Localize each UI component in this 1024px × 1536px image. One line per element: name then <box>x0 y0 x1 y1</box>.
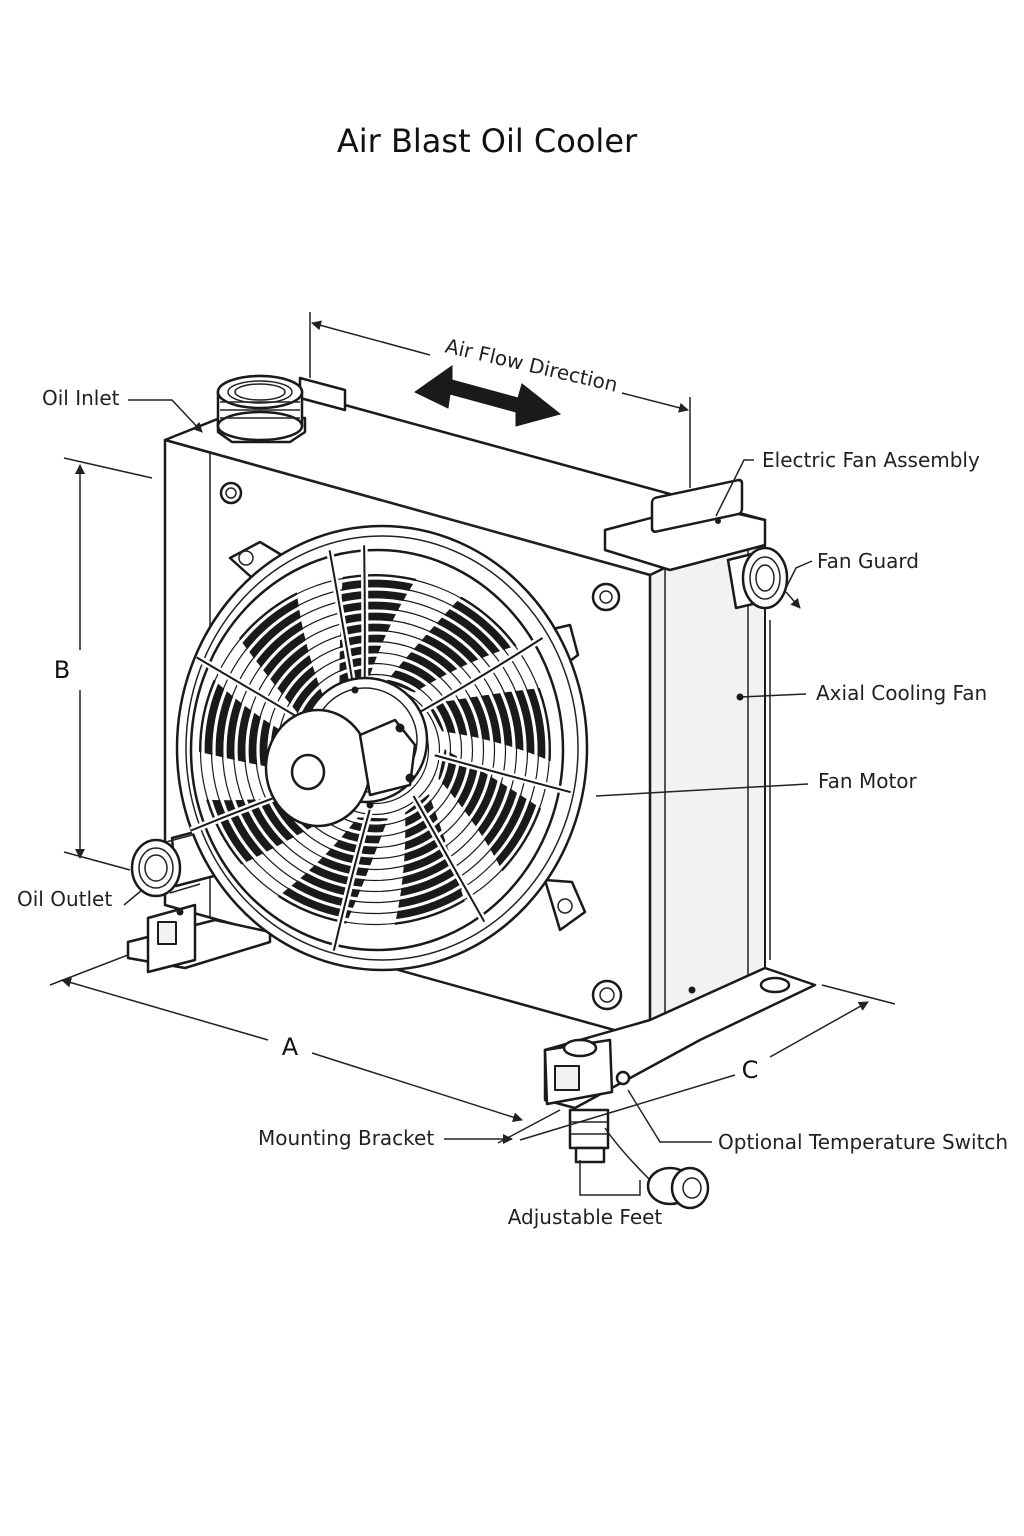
guard-ring-gap <box>223 598 527 902</box>
dimension-c <box>519 984 896 1141</box>
adjustable-feet-label: Adjustable Feet <box>508 1205 663 1229</box>
guard-ring-gap <box>212 587 538 913</box>
fan-motor-hub <box>264 676 429 828</box>
electric-fan-assembly-label: Electric Fan Assembly <box>762 448 980 472</box>
dimension-b <box>63 457 153 871</box>
guard-ring <box>254 629 496 871</box>
mounting-bracket-label: Mounting Bracket <box>258 1126 434 1150</box>
guard-ring-gap <box>201 576 549 924</box>
mounting-bracket-left <box>126 903 272 974</box>
dimension-b-label: B <box>54 656 70 684</box>
guard-ring <box>210 585 540 915</box>
axial-cooling-fan-label: Axial Cooling Fan <box>816 681 987 705</box>
mounting-hole-top-left <box>219 481 243 505</box>
fan-guard-fitting <box>726 546 789 610</box>
guard-strut <box>412 795 486 923</box>
guard-ring-gap <box>256 631 494 869</box>
guard-ring <box>243 618 507 882</box>
fan-motor-label: Fan Motor <box>818 769 918 793</box>
guard-strut <box>420 637 544 713</box>
optional-temperature-switch-label: Optional Temperature Switch <box>718 1130 1008 1154</box>
guard-ring <box>221 596 529 904</box>
guard-strut <box>363 545 366 691</box>
adjustable-foot <box>568 1108 610 1164</box>
guard-ring <box>265 640 485 860</box>
air-flow-double-arrow <box>414 365 562 427</box>
mounting-hole-top-right <box>591 582 621 612</box>
fan-guard-label: Fan Guard <box>817 549 919 573</box>
dimension-c-label: C <box>742 1056 759 1084</box>
guard-strut <box>332 809 371 951</box>
mounting-hole-bottom-right <box>591 979 623 1011</box>
air-flow-dimension <box>309 312 691 488</box>
oil-inlet-label: Oil Inlet <box>42 386 120 410</box>
dimension-a-label: A <box>282 1033 299 1061</box>
guard-ring <box>199 574 551 926</box>
oil-outlet-label: Oil Outlet <box>17 887 112 911</box>
mounting-bracket-right <box>543 966 817 1110</box>
guard-strut <box>434 754 571 794</box>
oil-inlet-fitting <box>216 374 307 444</box>
junction-box <box>650 478 744 533</box>
page-title: Air Blast Oil Cooler <box>337 122 638 160</box>
dimension-a <box>49 954 561 1144</box>
guard-ring-gap <box>234 609 516 891</box>
guard-ring-gap <box>245 620 505 880</box>
guard-ring <box>232 607 518 893</box>
temperature-switch <box>604 1127 710 1210</box>
guard-strut <box>328 550 356 694</box>
leader-lines <box>123 399 813 1196</box>
